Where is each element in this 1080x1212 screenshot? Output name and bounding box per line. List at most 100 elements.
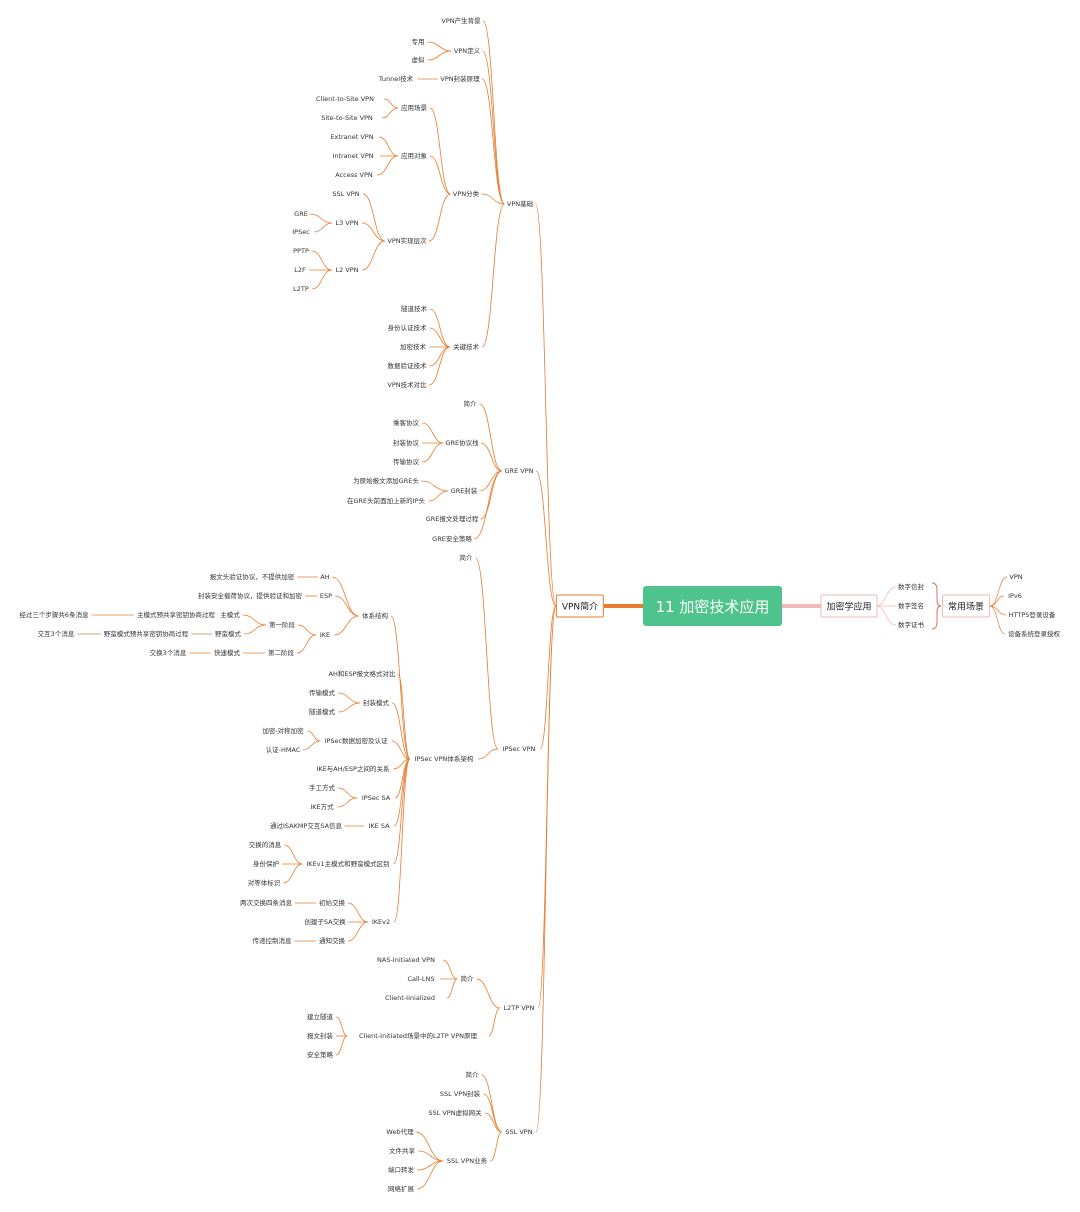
node-2-1-8-2[interactable]: 通知交换 [319, 936, 345, 945]
node-0-4-1[interactable]: 身份认证技术 [387, 323, 427, 332]
node-0-4-2[interactable]: 加密技术 [400, 342, 426, 351]
node-0-3-0-1[interactable]: Site-to-Site VPN [321, 113, 373, 122]
root-topic[interactable]: 11 加密技术应用 [643, 586, 782, 626]
node-0-4-4[interactable]: VPN技术对比 [387, 380, 427, 389]
node-2-1-8-0[interactable]: 初始交换 [319, 898, 345, 907]
node-4-1[interactable]: SSL VPN封装 [439, 1089, 481, 1098]
node-3-0[interactable]: 简介 [460, 974, 474, 983]
node-0-3-2-2[interactable]: L2 VPN [335, 265, 359, 274]
topic-vpn-intro[interactable]: VPN简介 [555, 594, 605, 618]
node-2-1-3-0[interactable]: 加密-对称加密 [262, 726, 304, 735]
node-0-2[interactable]: VPN封装原理 [440, 74, 480, 83]
node-2-1-0-2-0-0-0[interactable]: 主模式预共享密钥协商过程 [137, 610, 215, 619]
node-0-1-0[interactable]: 专用 [411, 37, 425, 46]
node-3-1-2[interactable]: 安全策略 [307, 1050, 333, 1059]
node-3-0-2[interactable]: Client-Iinialized [385, 993, 435, 1002]
node-1-2-0[interactable]: 为原始报文添加GRE头 [353, 476, 419, 485]
node-2-1-7-0[interactable]: 交换的消息 [248, 840, 282, 849]
usage-item-2[interactable]: HTTPS登录设备 [1008, 610, 1056, 619]
node-1-1-0[interactable]: 乘客协议 [393, 418, 419, 427]
usage-item-3[interactable]: 设备系统登录授权 [1008, 629, 1060, 638]
node-0-3-0[interactable]: 应用场景 [401, 103, 427, 112]
node-0-1-1[interactable]: 虚拟 [411, 55, 425, 64]
node-0-3-2-1[interactable]: L3 VPN [335, 218, 359, 227]
node-2-1-5-0[interactable]: 手工方式 [309, 783, 335, 792]
node-2-1-3[interactable]: IPSec数据加密及认证 [324, 736, 388, 745]
node-3-1[interactable]: Client-Initiated场景中的L2TP VPN原理 [359, 1031, 477, 1040]
topic-crypto-application[interactable]: 加密学应用 [820, 594, 878, 618]
node-2-1-0-1[interactable]: ESP [319, 591, 333, 600]
crypto-item-0[interactable]: 数字信封 [898, 582, 924, 591]
node-2-1-0-2-0-1[interactable]: 野蛮模式 [215, 629, 241, 638]
node-2-1-0-0[interactable]: AH [320, 572, 330, 581]
node-1-3[interactable]: GRE报文处理过程 [425, 514, 479, 523]
node-0-3-0-0[interactable]: Client-to-Site VPN [316, 94, 374, 103]
node-2-1-0-2[interactable]: IKE [319, 630, 331, 639]
node-0-4-0[interactable]: 隧道技术 [401, 304, 427, 313]
node-0-3-1[interactable]: 应用对象 [401, 151, 427, 160]
node-3-1-0[interactable]: 建立隧道 [307, 1012, 333, 1021]
node-4-3-3[interactable]: 网络扩展 [388, 1184, 414, 1193]
node-2-1-0-2-0[interactable]: 第一阶段 [269, 620, 295, 629]
node-0-3-2-0[interactable]: SSL VPN [332, 189, 360, 198]
node-2-1-0[interactable]: 体系结构 [362, 611, 388, 620]
node-2-1-0-2-1-0[interactable]: 快速模式 [214, 648, 240, 657]
node-2-1-2[interactable]: 封装模式 [363, 698, 389, 707]
node-0-2-0[interactable]: Tunnel技术 [378, 74, 414, 83]
node-2-1-3-1[interactable]: 认证-HMAC [265, 745, 301, 754]
node-4-2[interactable]: SSL VPN虚拟网关 [428, 1108, 482, 1117]
node-4-3-1[interactable]: 文件共享 [389, 1146, 415, 1155]
node-1-1-2[interactable]: 传输协议 [393, 457, 419, 466]
node-2-1-5[interactable]: IPSec SA [361, 793, 391, 802]
node-2-1[interactable]: IPSec VPN体系架构 [414, 754, 474, 763]
node-0-3-1-2[interactable]: Access VPN [335, 170, 373, 179]
node-0-0[interactable]: VPN产生背景 [441, 16, 481, 25]
node-2-1-8-1[interactable]: 创建子SA交换 [304, 917, 346, 926]
node-2-1-1[interactable]: AH和ESP报文格式对比 [328, 669, 396, 678]
node-0-3-2[interactable]: VPN实现层次 [387, 236, 427, 245]
crypto-item-1[interactable]: 数字签名 [898, 601, 924, 610]
node-2-1-0-2-1-0-0[interactable]: 交换3个消息 [149, 648, 187, 657]
node-4-3-2[interactable]: 端口转发 [388, 1165, 414, 1174]
node-2-1-2-0[interactable]: 传输模式 [309, 688, 335, 697]
node-0[interactable]: VPN基础 [506, 199, 534, 208]
node-4-0[interactable]: 简介 [465, 1070, 479, 1079]
node-2-1-2-1[interactable]: 隧道模式 [309, 707, 335, 716]
node-2-1-0-2-0-0-0-0[interactable]: 经过三个步骤共6条消息 [19, 610, 89, 619]
node-2-1-5-1[interactable]: IKE方式 [310, 802, 334, 811]
node-1-1-1[interactable]: 封装协议 [393, 438, 419, 447]
node-0-3-2-1-0[interactable]: GRE [294, 209, 308, 218]
node-3-1-1[interactable]: 报文封装 [307, 1031, 333, 1040]
node-2[interactable]: IPSec VPN [502, 744, 536, 753]
node-2-1-0-0-0[interactable]: 报文头验证协议，不提供加密 [209, 572, 295, 581]
node-3[interactable]: L2TP VPN [503, 1003, 535, 1012]
node-0-4[interactable]: 关键技术 [453, 342, 479, 351]
node-2-1-7-1[interactable]: 身份保护 [253, 859, 279, 868]
node-0-3[interactable]: VPN分类 [452, 189, 480, 198]
node-0-3-1-0[interactable]: Extranet VPN [330, 132, 374, 141]
node-2-1-0-2-1[interactable]: 第二阶段 [268, 648, 294, 657]
node-0-3-2-2-1[interactable]: L2F [294, 265, 306, 274]
node-0-3-2-2-0[interactable]: PPTP [293, 246, 309, 255]
usage-item-0[interactable]: VPN [1009, 572, 1023, 581]
node-2-1-4[interactable]: IKE与AH/ESP之间的关系 [316, 764, 390, 773]
node-2-1-8-0-0[interactable]: 两次交换四条消息 [240, 898, 292, 907]
node-2-1-6[interactable]: IKE SA [368, 821, 390, 830]
node-3-0-1[interactable]: Call-LNS [407, 974, 435, 983]
node-4-3-0[interactable]: Web代理 [386, 1127, 414, 1136]
node-2-1-0-2-0-1-0[interactable]: 野蛮模式预共享密钥协商过程 [103, 629, 189, 638]
topic-usage-scenarios[interactable]: 常用场景 [941, 594, 991, 618]
node-0-3-2-2-2[interactable]: L2TP [293, 284, 309, 293]
node-2-1-0-2-0-1-0-0[interactable]: 交互3个消息 [37, 629, 75, 638]
node-1-2-1[interactable]: 在GRE头前面加上新的IP头 [347, 496, 425, 505]
node-0-1[interactable]: VPN定义 [453, 46, 481, 55]
node-2-1-7-2[interactable]: 对等体标识 [247, 878, 281, 887]
node-2-1-7[interactable]: IKEv1主模式和野蛮模式区别 [306, 859, 390, 868]
node-1[interactable]: GRE VPN [504, 466, 534, 475]
node-2-1-8-2-0[interactable]: 传递控制消息 [252, 936, 292, 945]
node-3-0-0[interactable]: NAS-Initiated VPN [377, 955, 435, 964]
node-1-1[interactable]: GRE协议栈 [445, 438, 479, 447]
node-2-1-0-2-0-0[interactable]: 主模式 [220, 610, 240, 619]
node-2-1-0-1-0[interactable]: 封装安全载荷协议，提供验证和加密 [198, 591, 302, 600]
node-4[interactable]: SSL VPN [505, 1127, 533, 1136]
